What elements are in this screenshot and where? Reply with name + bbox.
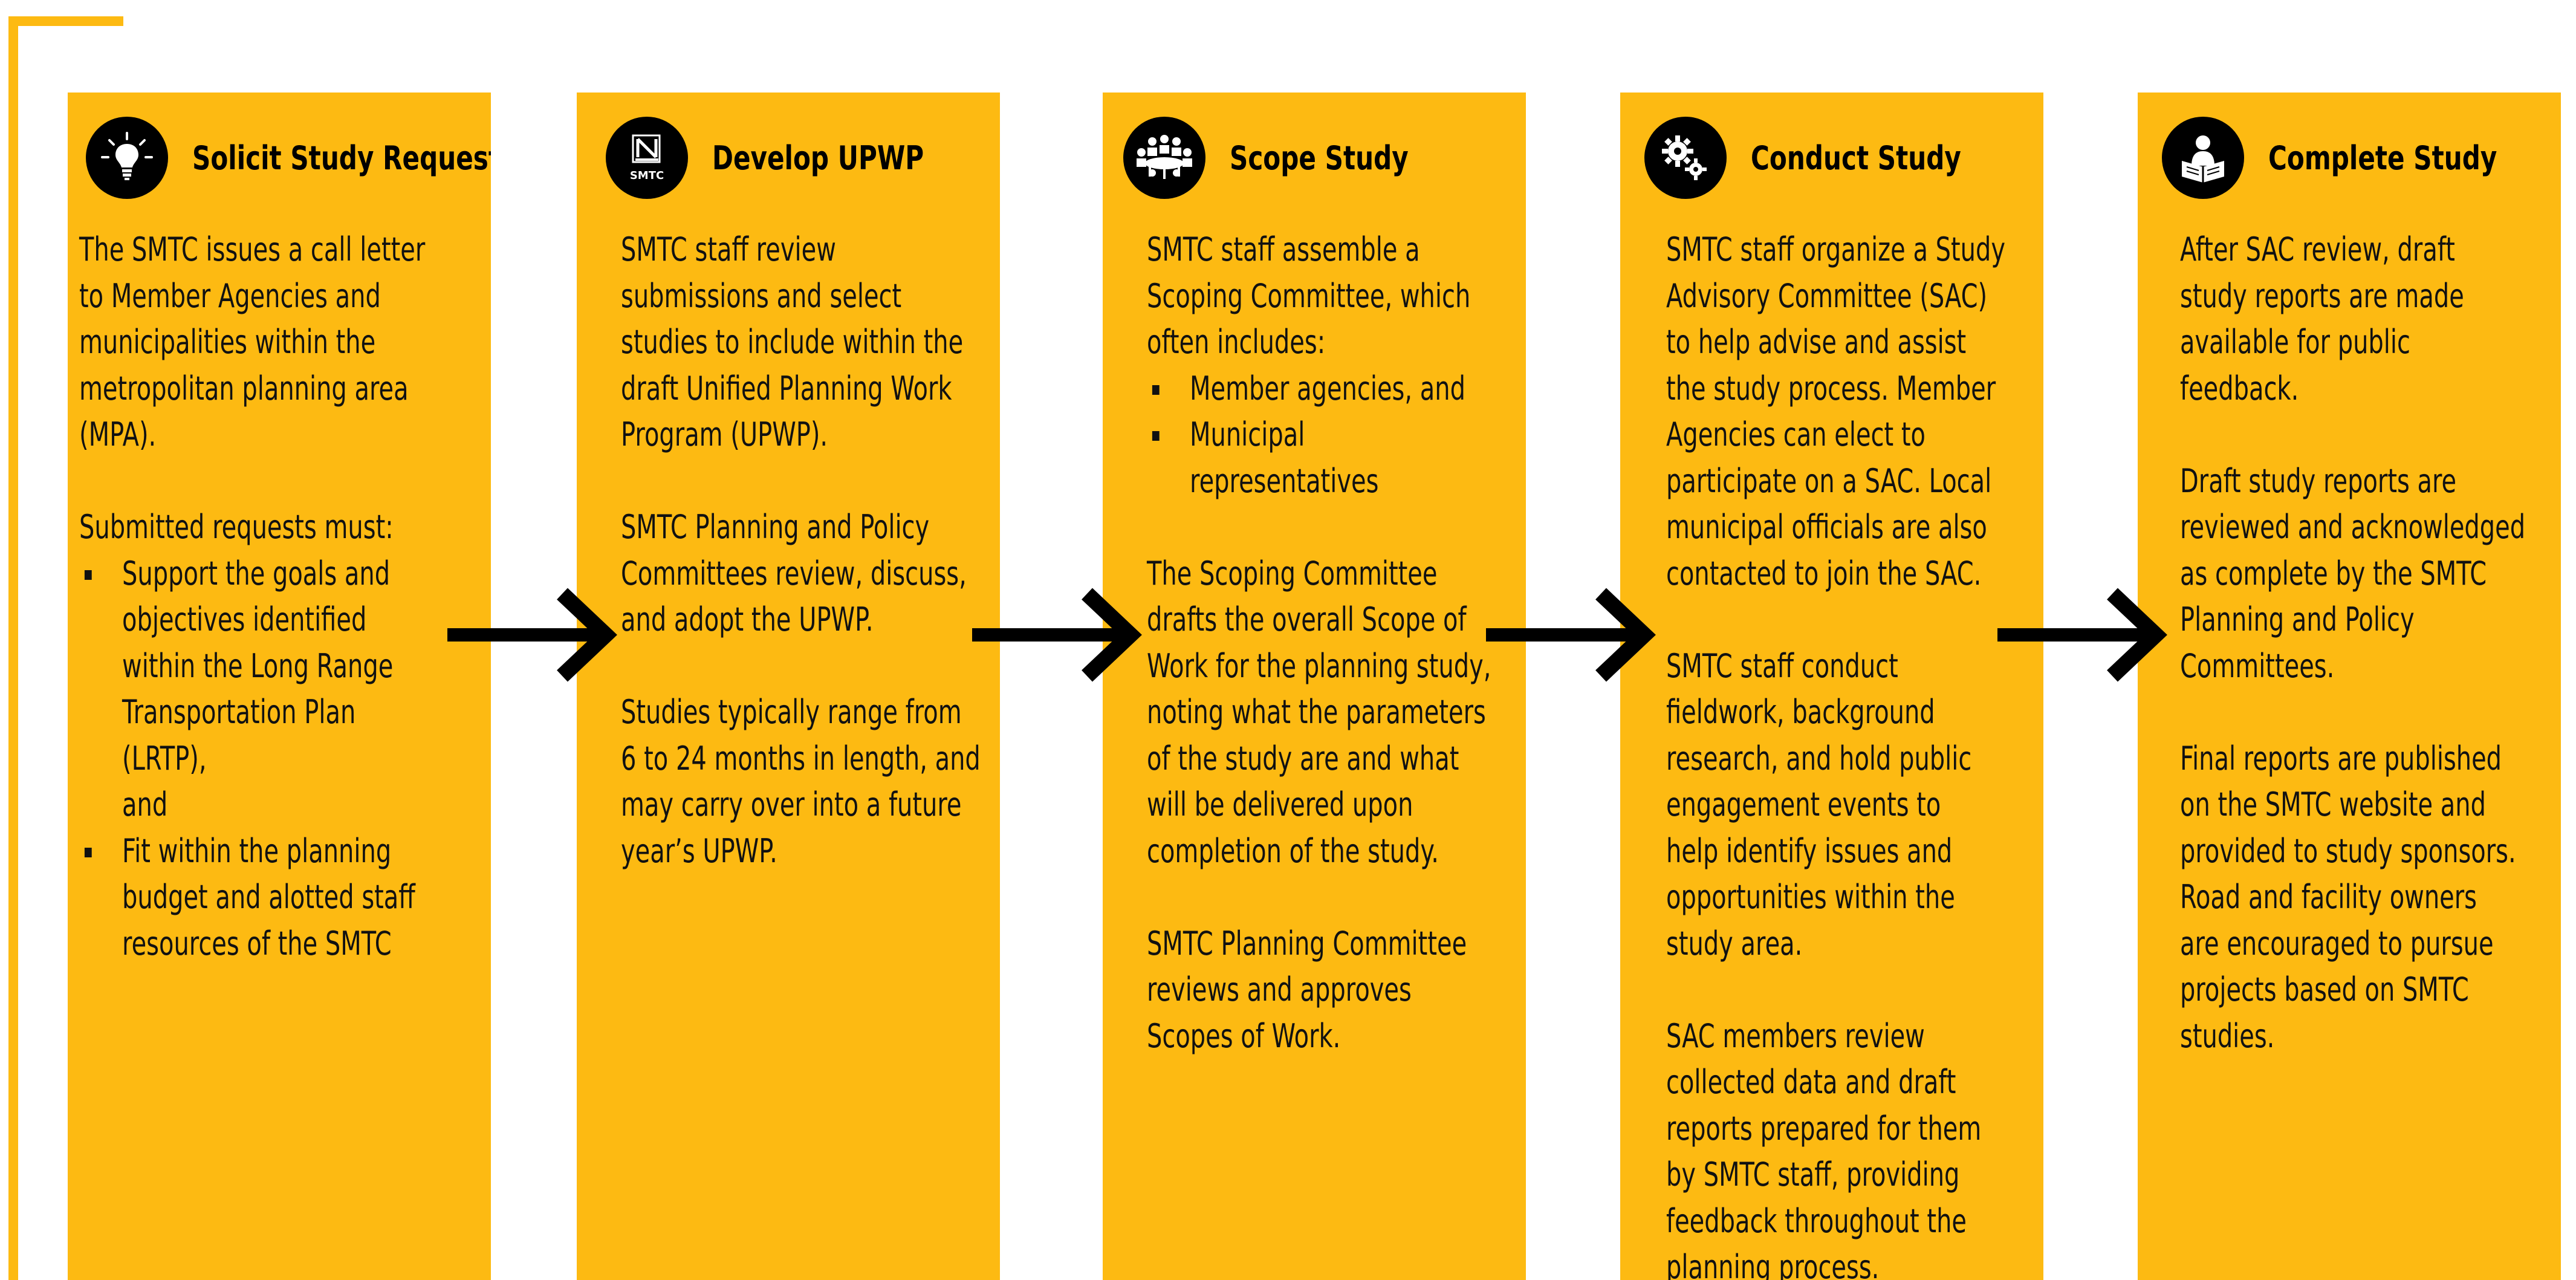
frame-bracket-horizontal (8, 16, 123, 26)
step-title: Conduct Study (1751, 138, 1961, 177)
step-title: Solicit Study Requests (192, 138, 491, 177)
step-header: Solicit Study Requests (86, 117, 491, 199)
arrow-right-icon (1486, 588, 1656, 682)
step-header: SMTC Develop UPWP (606, 117, 984, 199)
list-item: Member agencies, and (1147, 366, 1514, 412)
step-conduct-study: Conduct Study SMTC staff organize a Stud… (1620, 93, 2043, 1280)
arrow-right-icon (972, 588, 1142, 682)
smtc-logo-icon: SMTC (606, 117, 688, 199)
lightbulb-icon (86, 117, 168, 199)
gears-icon (1644, 117, 1727, 199)
paragraph: Submitted requests must: (79, 508, 394, 546)
step-title: Scope Study (1230, 138, 1409, 177)
step-solicit-study-requests: Solicit Study Requests The SMTC issues a… (68, 93, 491, 1280)
arrow-right-icon (1997, 588, 2167, 682)
person-reading-icon (2162, 117, 2244, 199)
step-header: Complete Study (2162, 117, 2561, 199)
frame-bracket-vertical (8, 16, 18, 1280)
step-title: Complete Study (2268, 138, 2497, 177)
meeting-table-icon (1123, 117, 1205, 199)
step-title: Develop UPWP (712, 138, 924, 177)
step-header: Conduct Study (1644, 117, 2020, 199)
arrow-right-icon (447, 588, 617, 682)
svg-text:SMTC: SMTC (630, 169, 664, 182)
step-header: Scope Study (1123, 117, 1459, 199)
